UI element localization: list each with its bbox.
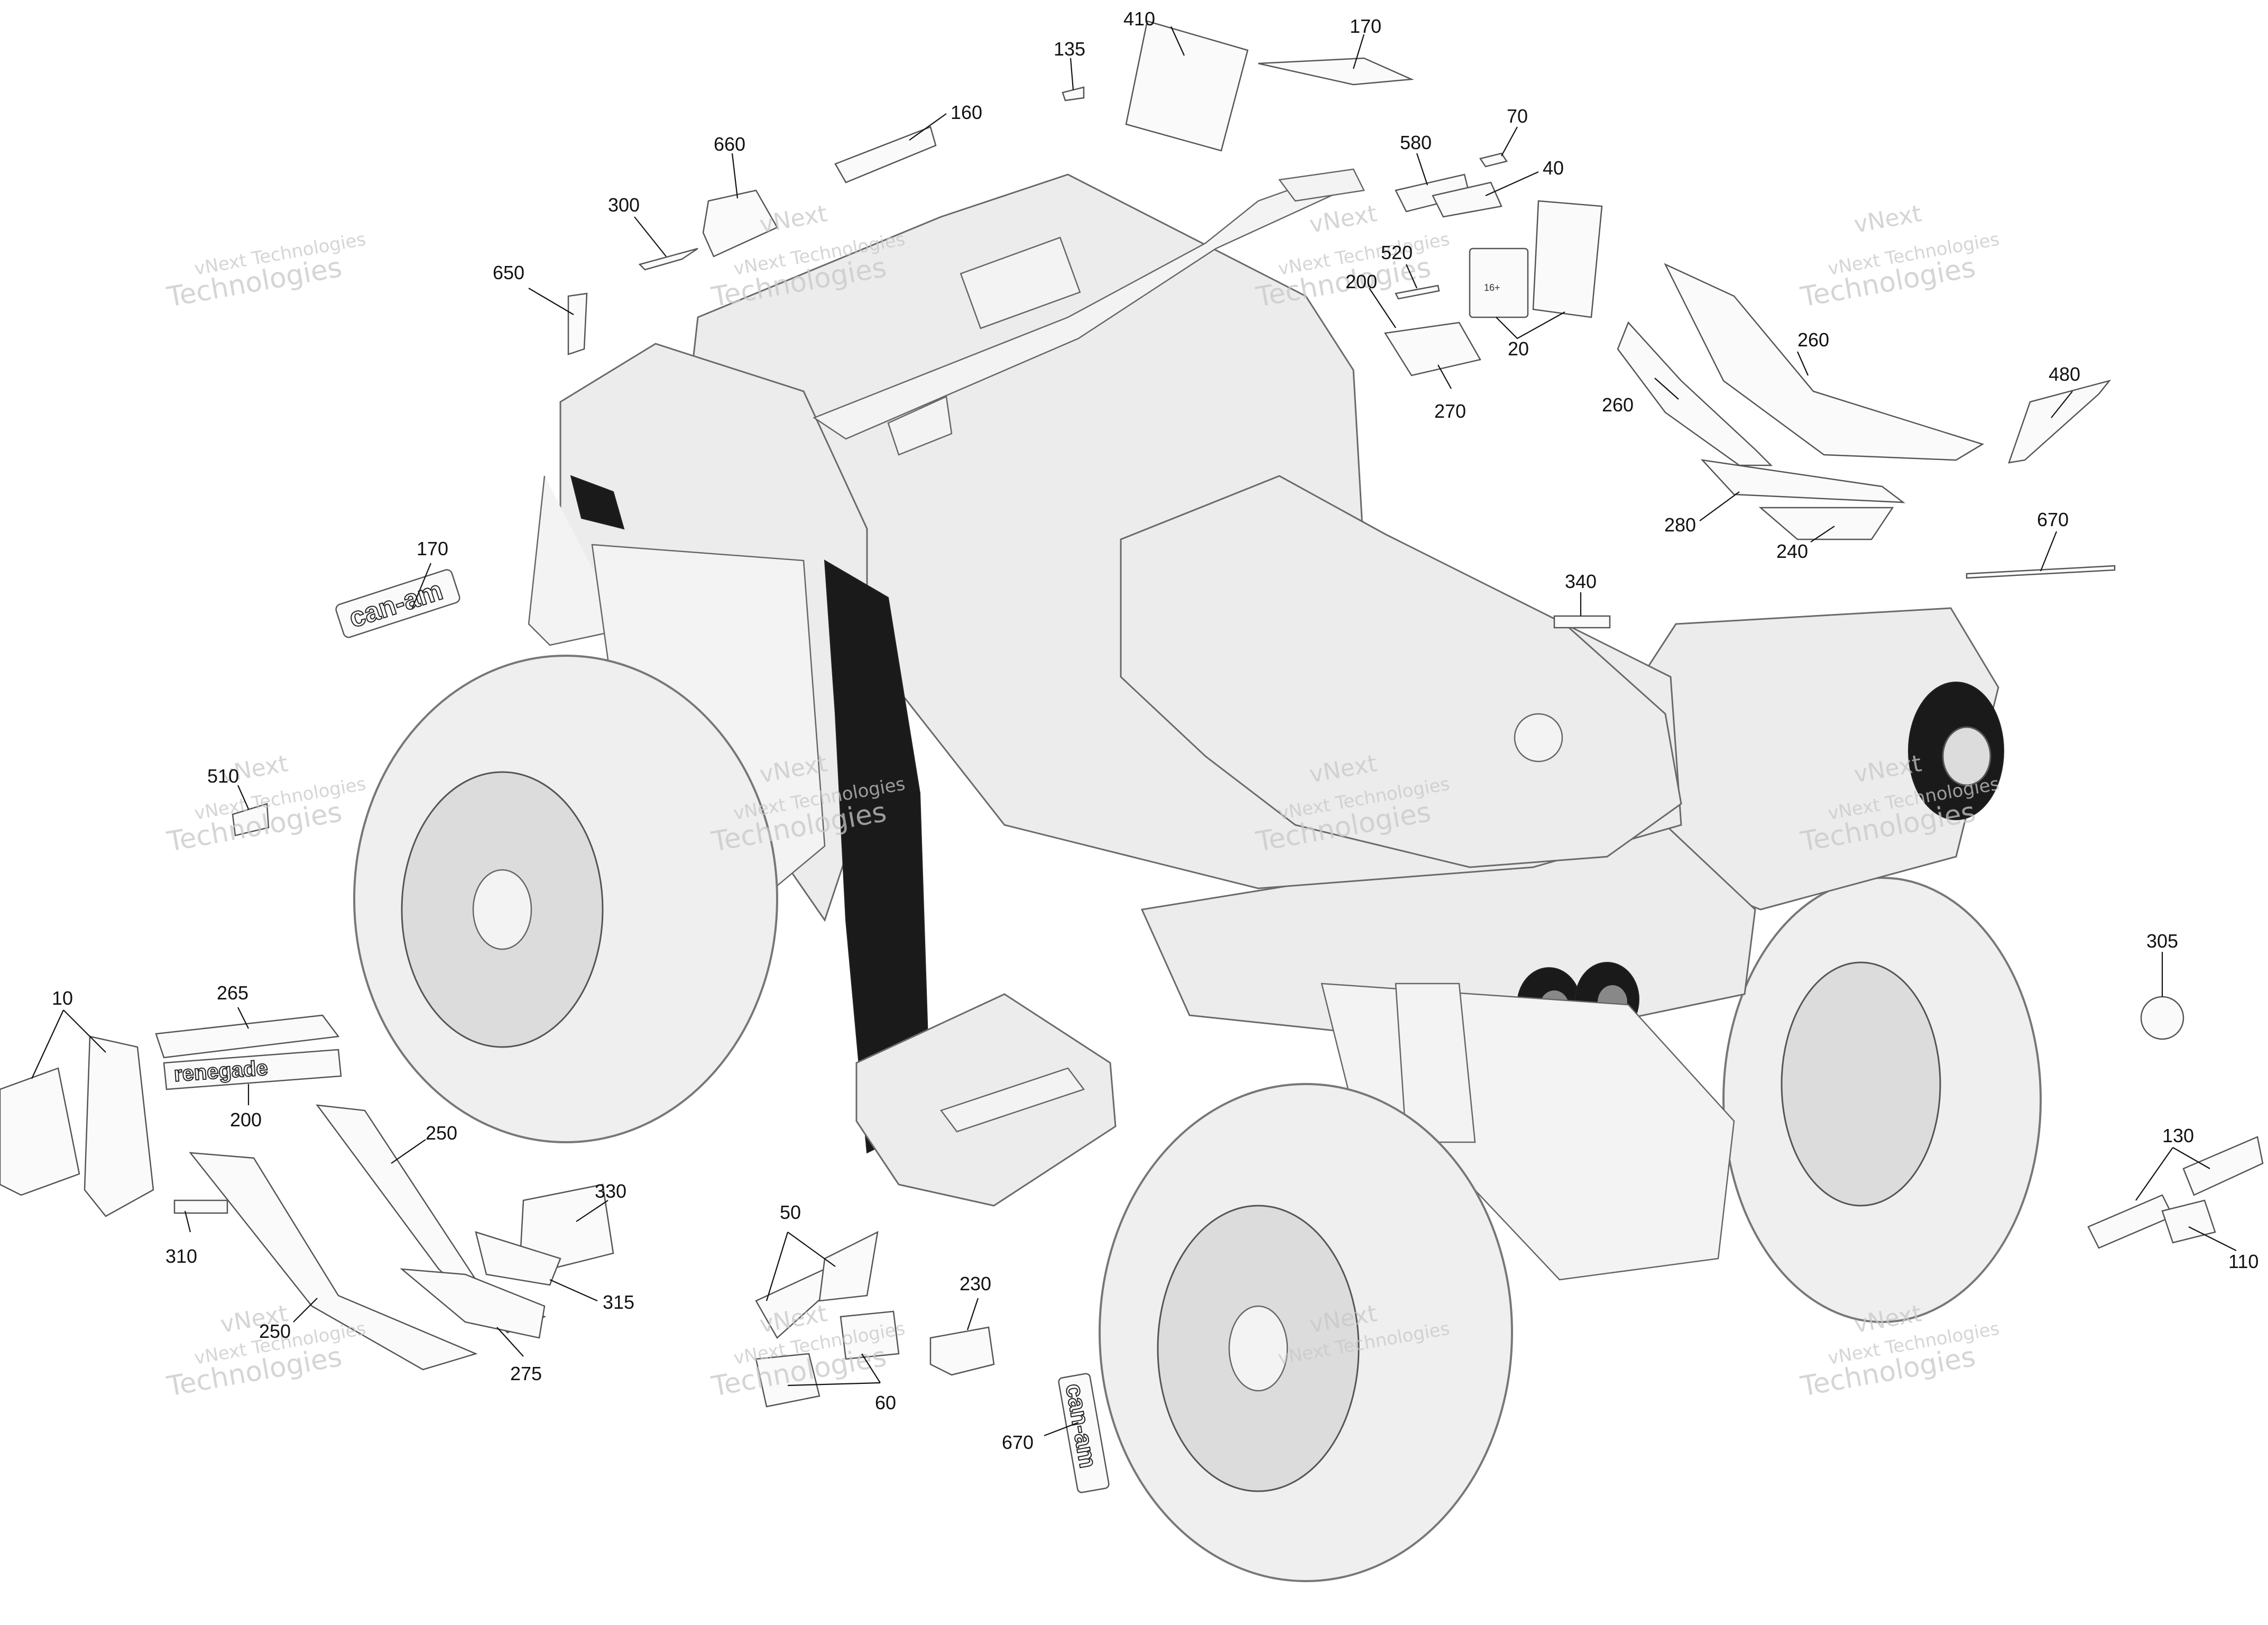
decal-170-top [1258, 57, 1414, 86]
decal-670-logo: can-am [1058, 1373, 1110, 1493]
decal-130 [2182, 1136, 2264, 1196]
callout-300[interactable]: 300 [608, 194, 640, 216]
callout-330[interactable]: 330 [595, 1180, 626, 1202]
decal-200-renegade: renegade [163, 1049, 342, 1090]
callout-110[interactable]: 110 [2228, 1251, 2258, 1272]
callouts: 410 170 135 160 660 580 70 40 300 520 20… [31, 8, 2258, 1453]
decal-170-logo-text: can-am [345, 575, 446, 634]
callout-265[interactable]: 265 [217, 982, 248, 1004]
decal-50-b [818, 1231, 879, 1302]
headlight [570, 475, 625, 530]
decal-520 [1395, 284, 1440, 300]
decal-10-left [0, 1067, 80, 1196]
decal-260-upper [1664, 263, 1985, 461]
callout-315[interactable]: 315 [603, 1291, 634, 1313]
decal-20-age-text: 16+ [1484, 282, 1500, 293]
callout-40[interactable]: 40 [1543, 157, 1564, 179]
callout-50[interactable]: 50 [780, 1201, 801, 1223]
decal-240 [1758, 507, 1894, 540]
rear-shock [1395, 983, 1476, 1143]
decal-265 [155, 1014, 340, 1059]
callout-340[interactable]: 340 [1565, 571, 1597, 592]
decal-670-top [1966, 565, 2116, 579]
seat [1120, 475, 1682, 868]
decal-510 [232, 803, 270, 837]
callout-275[interactable]: 275 [510, 1363, 542, 1384]
decal-70 [1479, 152, 1508, 168]
decal-275 [400, 1268, 546, 1339]
handlebar [813, 168, 1365, 456]
atv-illustration [353, 168, 2042, 1582]
decal-230 [929, 1326, 995, 1376]
callout-280[interactable]: 280 [1664, 514, 1696, 536]
callout-520[interactable]: 520 [1381, 242, 1413, 263]
callout-260[interactable]: 260 [1797, 329, 1829, 351]
callout-670[interactable]: 670 [2037, 509, 2069, 530]
callout-270[interactable]: 270 [1434, 400, 1466, 422]
callout-170[interactable]: 170 [1350, 15, 1381, 37]
callout-135[interactable]: 135 [1054, 38, 1085, 60]
decal-650 [567, 292, 588, 355]
decal-135 [1062, 86, 1085, 102]
callout-20[interactable]: 20 [1508, 338, 1529, 360]
callout-250[interactable]: 250 [426, 1122, 457, 1144]
callout-580[interactable]: 580 [1400, 132, 1432, 153]
decal-480 [2008, 379, 2112, 464]
callout-650[interactable]: 650 [493, 262, 524, 283]
decal-110-b [2161, 1199, 2216, 1244]
decal-330 [520, 1183, 614, 1270]
decal-110 [2087, 1194, 2174, 1249]
decal-20-age [1469, 247, 1529, 318]
watermark-text: vNext [1852, 200, 1923, 238]
decal-280 [1700, 459, 1906, 503]
callout-170[interactable]: 170 [417, 538, 448, 559]
decal-310 [173, 1199, 228, 1214]
rear-right-wheel [1722, 877, 2042, 1323]
callout-10[interactable]: 10 [52, 987, 73, 1009]
decal-60-b [840, 1310, 900, 1360]
callout-250[interactable]: 250 [259, 1320, 291, 1342]
decal-340 [1553, 615, 1611, 629]
watermark-text: vNext [1307, 200, 1379, 238]
decal-60-a [755, 1353, 820, 1408]
callout-130[interactable]: 130 [2162, 1125, 2194, 1146]
callout-70[interactable]: 70 [1507, 105, 1528, 127]
decal-410 [1125, 20, 1249, 152]
callout-310[interactable]: 310 [165, 1245, 197, 1267]
decal-250-upper [316, 1104, 546, 1334]
callout-240[interactable]: 240 [1776, 540, 1808, 562]
callout-230[interactable]: 230 [960, 1273, 991, 1295]
callout-160[interactable]: 160 [951, 102, 982, 123]
decal-40 [1432, 181, 1502, 218]
callout-305[interactable]: 305 [2146, 930, 2178, 952]
decal-260-lower [1617, 321, 1773, 466]
decal-250-lower [189, 1152, 478, 1371]
decal-300 [638, 247, 698, 271]
callout-200[interactable]: 200 [230, 1109, 262, 1131]
decal-270 [1384, 322, 1481, 377]
callout-660[interactable]: 660 [714, 133, 745, 155]
callout-480[interactable]: 480 [2049, 363, 2080, 385]
foot-peg [939, 1067, 1085, 1133]
decal-315 [475, 1231, 561, 1286]
decal-170-logo: can-am [335, 569, 460, 638]
callout-200[interactable]: 200 [1345, 271, 1377, 292]
decal-660 [702, 189, 778, 258]
callout-60[interactable]: 60 [875, 1392, 896, 1413]
callout-410[interactable]: 410 [1123, 8, 1155, 30]
rear-left-wheel [1099, 1083, 1513, 1582]
callout-260[interactable]: 260 [1602, 394, 1634, 416]
watermark-text: vNext [758, 200, 829, 238]
callout-510[interactable]: 510 [207, 765, 239, 787]
callout-670[interactable]: 670 [1002, 1431, 1034, 1453]
decal-20-warning [1532, 200, 1603, 318]
seat-emblem [1514, 713, 1563, 763]
decal-160 [834, 126, 937, 183]
front-left-wheel [353, 655, 778, 1143]
decal-10-right [84, 1035, 154, 1217]
decal-305 [2140, 996, 2184, 1040]
